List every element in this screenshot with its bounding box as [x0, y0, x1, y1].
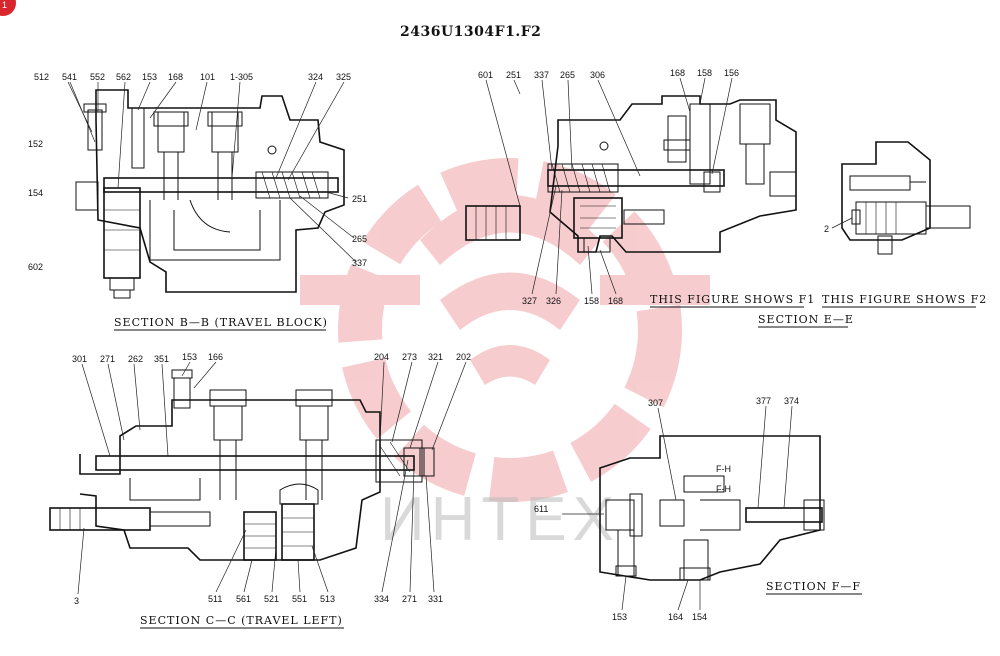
- callout-611: 611: [534, 504, 548, 514]
- section-ee-caption: SECTION E—E: [758, 313, 854, 326]
- callout-168: 168: [168, 72, 183, 82]
- watermark-logo: [300, 158, 710, 502]
- callout-324: 324: [308, 72, 323, 82]
- watermark-text: ИНТЕХ: [380, 485, 620, 554]
- section-ee-f2-drawing: [841, 141, 971, 255]
- inner-mark-2: F-H: [716, 484, 731, 494]
- callout-325: 325: [336, 72, 351, 82]
- section-bb-labels: 512 541 552 562 153 168 101 1-305 324 32…: [28, 72, 367, 331]
- section-ee-f1-drawing: [465, 95, 797, 253]
- callout-164: 164: [668, 612, 683, 622]
- callout-156: 156: [724, 68, 739, 78]
- section-bb-caption: SECTION B—B (TRAVEL BLOCK): [114, 316, 328, 329]
- callout-511: 511: [208, 594, 222, 604]
- callout-251: 251: [352, 194, 367, 204]
- section-ee-labels: 601 251 337 265 306 168 158 156 327 326 …: [478, 68, 987, 328]
- callout-202: 202: [456, 352, 471, 362]
- callout-374: 374: [784, 396, 799, 406]
- section-bb-leaders: [67, 81, 357, 263]
- callout-262: 262: [128, 354, 143, 364]
- section-ee-leaders: [485, 77, 853, 295]
- callout-2: 2: [824, 224, 829, 234]
- callout-327: 327: [522, 296, 537, 306]
- callout-351: 351: [154, 354, 169, 364]
- callout-513: 513: [320, 594, 335, 604]
- callout-168b: 168: [608, 296, 623, 306]
- callout-561: 561: [236, 594, 251, 604]
- section-ff-caption: SECTION F—F: [766, 580, 861, 593]
- section-cc-caption: SECTION C—C (TRAVEL LEFT): [140, 614, 343, 627]
- callout-562: 562: [116, 72, 131, 82]
- callout-521: 521: [264, 594, 279, 604]
- callout-334: 334: [374, 594, 389, 604]
- callout-307: 307: [648, 398, 663, 408]
- callout-265: 265: [560, 70, 575, 80]
- callout-271b: 271: [402, 594, 417, 604]
- corner-badge: [0, 0, 16, 16]
- callout-552: 552: [90, 72, 105, 82]
- callout-271: 271: [100, 354, 115, 364]
- callout-541: 541: [62, 72, 77, 82]
- callout-321: 321: [428, 352, 443, 362]
- section-bb-drawing: [75, 89, 345, 299]
- callout-377: 377: [756, 396, 771, 406]
- callout-273: 273: [402, 352, 417, 362]
- callout-337: 337: [534, 70, 549, 80]
- callout-1-305: 1-305: [230, 72, 253, 82]
- callout-251: 251: [506, 70, 521, 80]
- callout-152: 152: [28, 139, 43, 149]
- callout-601: 601: [478, 70, 493, 80]
- callout-337: 337: [352, 258, 367, 268]
- callout-602: 602: [28, 262, 43, 272]
- callout-153: 153: [612, 612, 627, 622]
- callout-158: 158: [697, 68, 712, 78]
- callout-166: 166: [208, 352, 223, 362]
- inner-mark-1: F-H: [716, 464, 731, 474]
- note-f2: THIS FIGURE SHOWS F2: [822, 293, 987, 306]
- callout-154: 154: [692, 612, 707, 622]
- callout-168: 168: [670, 68, 685, 78]
- drawing-title: 2436U1304F1.F2: [400, 24, 541, 40]
- callout-154: 154: [28, 188, 43, 198]
- callout-326: 326: [546, 296, 561, 306]
- section-ff-drawing: [599, 435, 825, 581]
- callout-101: 101: [200, 72, 215, 82]
- callout-3: 3: [74, 596, 79, 606]
- section-ff-leaders: [562, 405, 793, 611]
- callout-512: 512: [34, 72, 49, 82]
- section-cc-leaders: [77, 361, 467, 595]
- section-ff-labels: 307 377 374 611 153 164 154 F-H F-H SECT…: [534, 396, 862, 622]
- callout-153: 153: [142, 72, 157, 82]
- callout-551: 551: [292, 594, 307, 604]
- note-f1: THIS FIGURE SHOWS F1: [650, 293, 815, 306]
- callout-158b: 158: [584, 296, 599, 306]
- callout-204: 204: [374, 352, 389, 362]
- section-cc-labels: 301 271 262 351 153 166 204 273 321 202 …: [72, 352, 471, 629]
- corner-badge-text: 1: [2, 0, 7, 10]
- callout-306: 306: [590, 70, 605, 80]
- callout-331: 331: [428, 594, 443, 604]
- callout-265: 265: [352, 234, 367, 244]
- callout-301: 301: [72, 354, 87, 364]
- callout-153: 153: [182, 352, 197, 362]
